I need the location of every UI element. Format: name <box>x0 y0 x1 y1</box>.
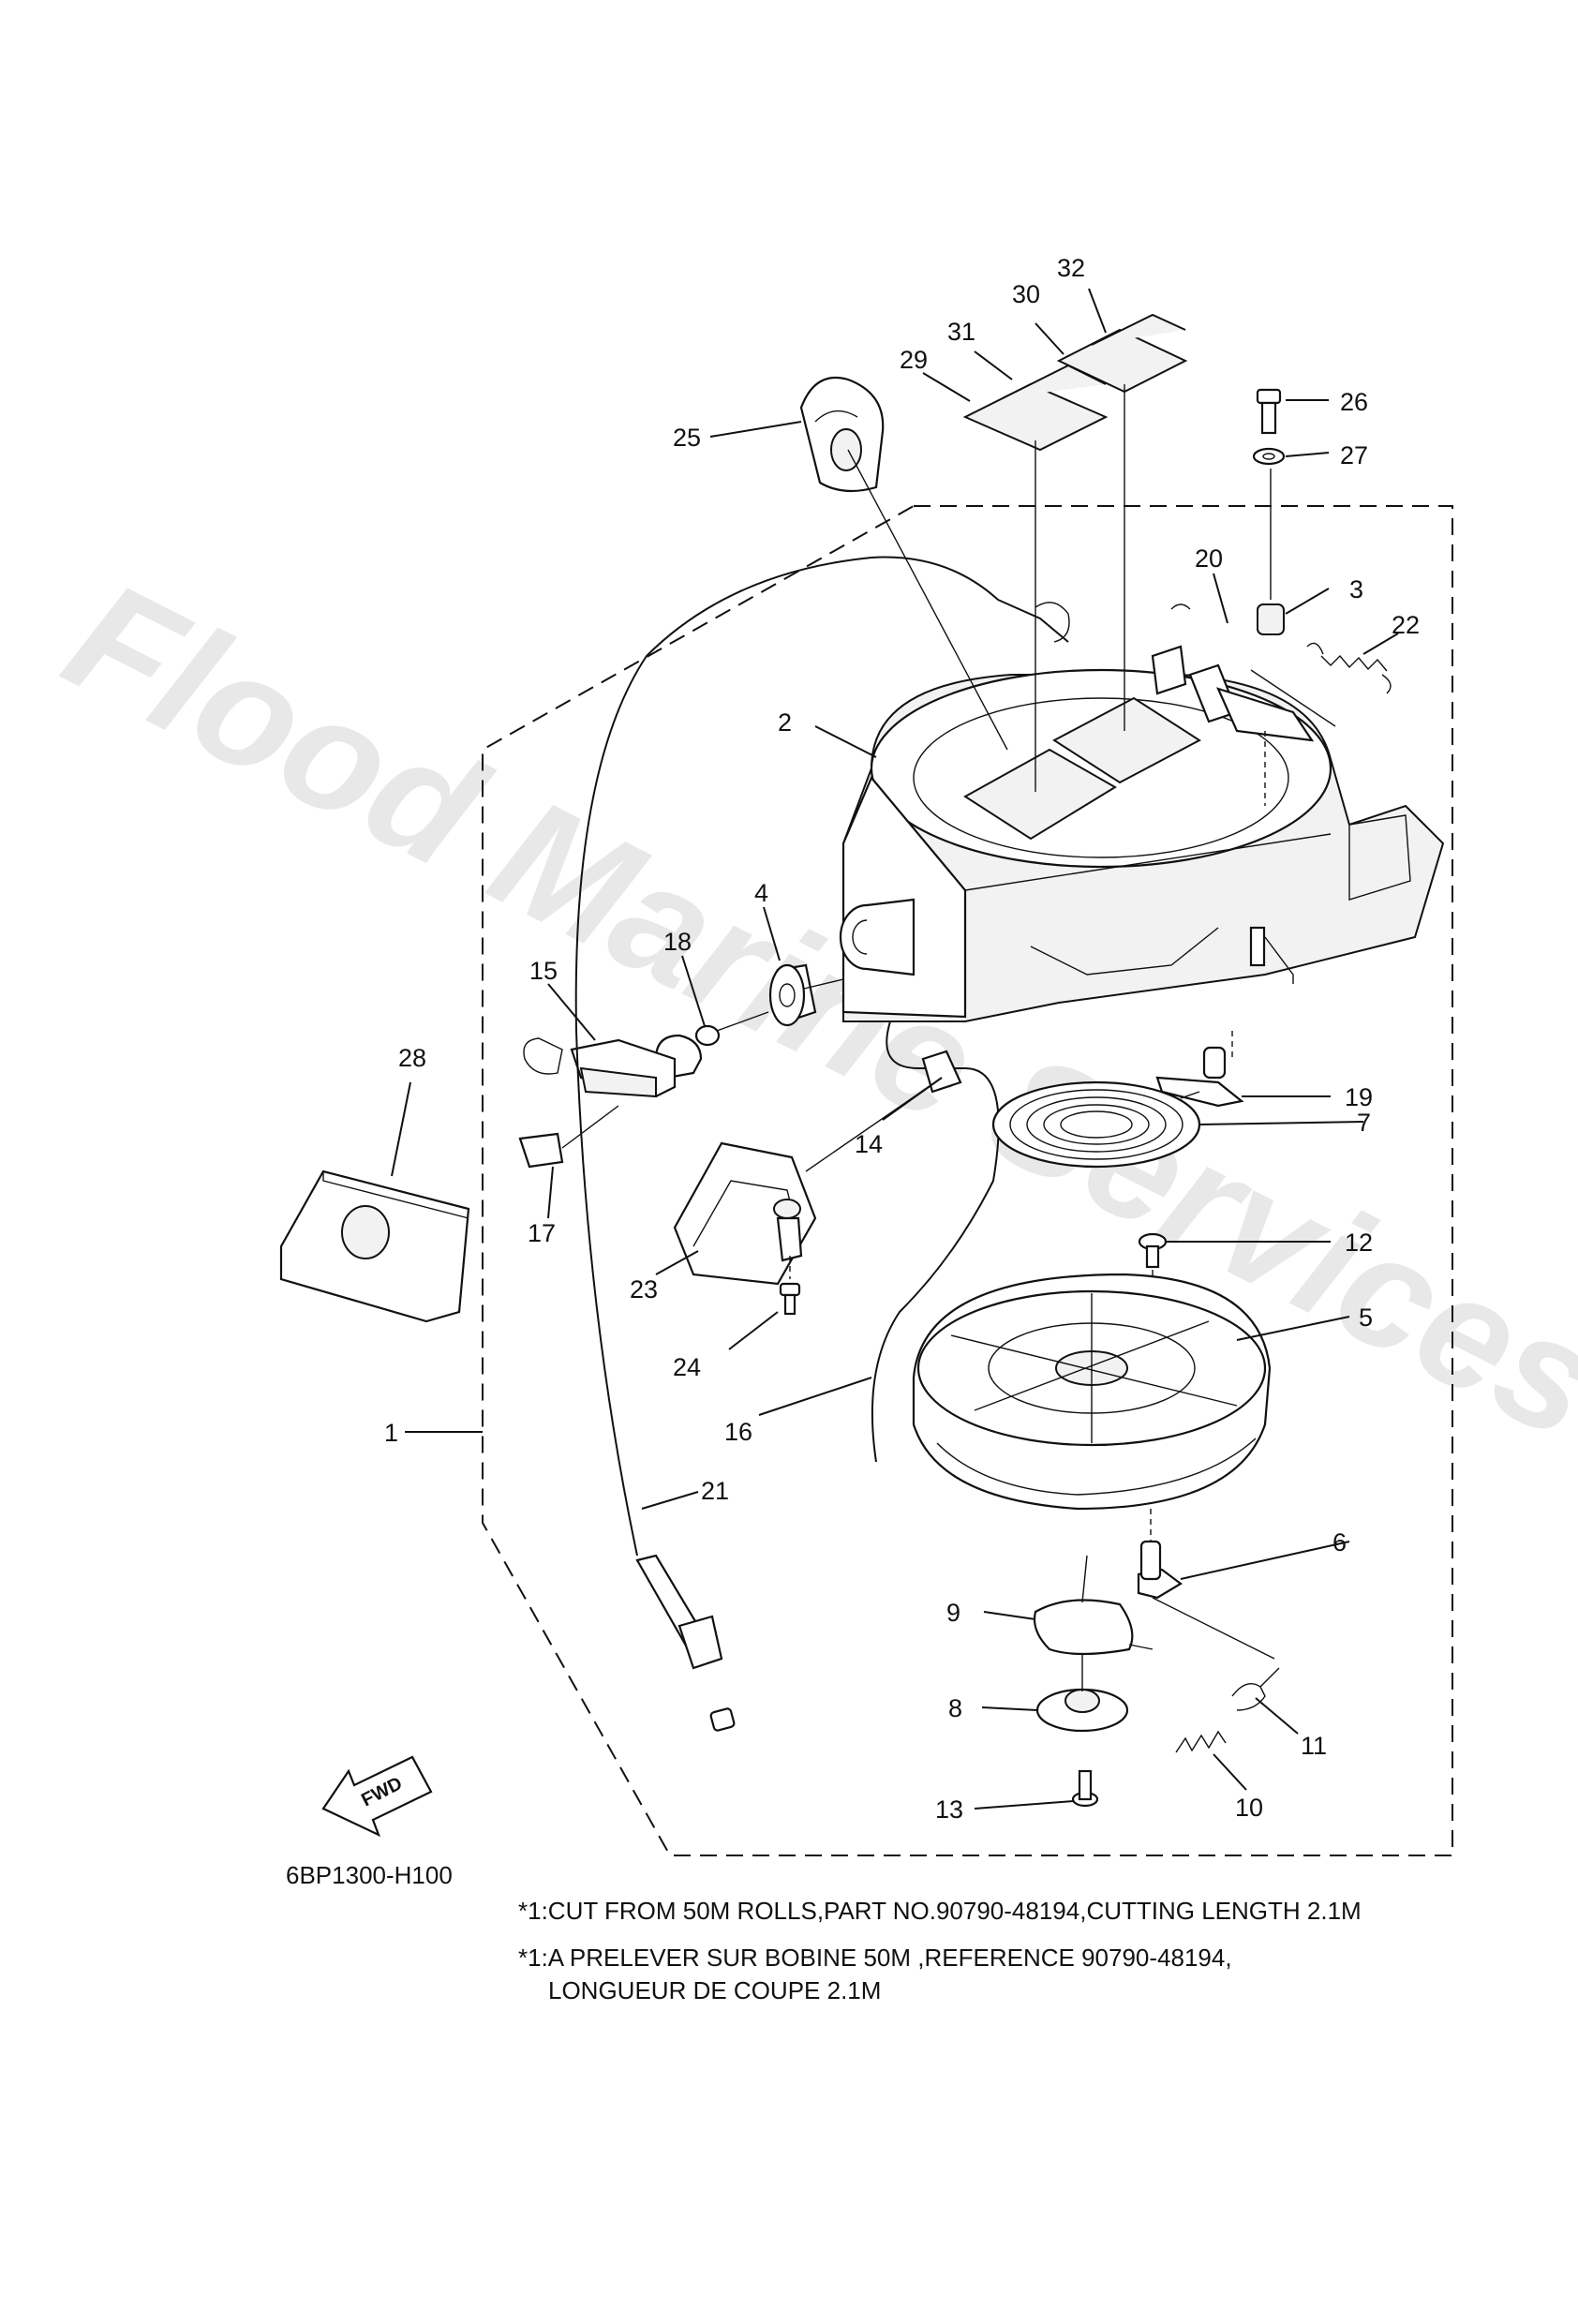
parts-6-8-9-10-11-13-lower-group <box>1033 1509 1280 1808</box>
parts-23-24-cable-holder <box>673 1141 817 1316</box>
callout-5: 5 <box>1359 1304 1373 1332</box>
parts-20-22-lock-mechanism <box>1151 603 1392 806</box>
part-2-housing <box>839 668 1445 1022</box>
callout-22: 22 <box>1392 611 1420 639</box>
diagram-code: 6BP1300-H100 <box>286 1861 453 1889</box>
callout-13: 13 <box>935 1795 963 1824</box>
fwd-arrow: FWD <box>321 1755 433 1838</box>
assembly-boundary <box>482 505 1453 1856</box>
callout-11: 11 <box>1301 1732 1327 1760</box>
callout-21: 21 <box>701 1477 729 1505</box>
callout-10: 10 <box>1235 1794 1263 1822</box>
part-5-sheave-drum <box>912 1273 1272 1511</box>
callout-20: 20 <box>1195 544 1223 573</box>
callout-23: 23 <box>630 1275 658 1304</box>
part-25-grommet <box>799 376 1008 751</box>
callout-15: 15 <box>529 957 558 985</box>
parts-26-27-3-fasteners <box>1252 388 1286 635</box>
callout-26: 26 <box>1340 388 1368 416</box>
callout-29: 29 <box>900 346 928 374</box>
callout-32: 32 <box>1057 254 1085 282</box>
callout-3: 3 <box>1349 575 1363 603</box>
callout-7: 7 <box>1357 1109 1371 1137</box>
callout-labels: 32 30 31 29 26 25 27 20 3 22 2 4 18 15 2… <box>384 254 1420 1824</box>
note-line-2: *1:A PRELEVER SUR BOBINE 50M ,REFERENCE … <box>518 1944 1232 1972</box>
part-28-cover-plate <box>279 1169 470 1323</box>
leader-lines <box>391 288 1399 1810</box>
part-7-spiral-spring <box>991 1080 1201 1169</box>
callout-17: 17 <box>528 1219 556 1247</box>
callout-2: 2 <box>778 708 792 737</box>
callout-1: 1 <box>384 1419 398 1447</box>
callout-19: 19 <box>1345 1083 1373 1111</box>
callout-24: 24 <box>673 1353 701 1381</box>
callout-25: 25 <box>673 424 701 452</box>
parts-4-15-17-18-handle-group <box>518 963 844 1169</box>
callout-4: 4 <box>754 879 768 907</box>
callout-12: 12 <box>1345 1229 1373 1257</box>
note-line-3: LONGUEUR DE COUPE 2.1M <box>548 1976 881 2004</box>
callout-14: 14 <box>855 1130 883 1158</box>
callout-8: 8 <box>948 1694 962 1722</box>
callout-6: 6 <box>1332 1528 1347 1557</box>
callout-9: 9 <box>946 1599 960 1627</box>
callout-18: 18 <box>663 928 692 956</box>
parts-29-32-decals <box>962 313 1188 792</box>
callout-27: 27 <box>1340 441 1368 469</box>
part-21-starter-cable <box>574 556 1070 1732</box>
callout-30: 30 <box>1012 280 1040 308</box>
callout-16: 16 <box>724 1418 752 1446</box>
note-line-1: *1:CUT FROM 50M ROLLS,PART NO.90790-4819… <box>518 1897 1362 1925</box>
callout-31: 31 <box>947 318 975 346</box>
callout-28: 28 <box>398 1044 426 1072</box>
